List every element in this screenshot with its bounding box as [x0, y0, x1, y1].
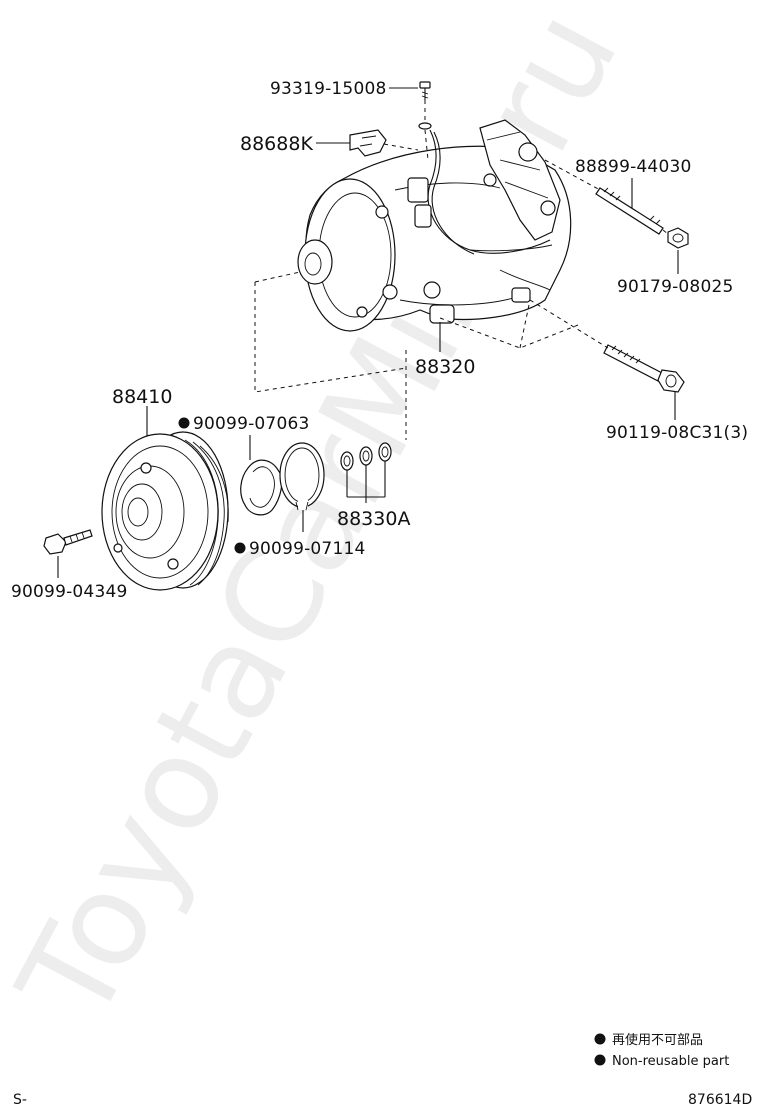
- clutch-bolt-drawing: [43, 529, 93, 555]
- non-reusable-marker-icon: [178, 417, 190, 429]
- label-88899-44030: 88899-44030: [575, 157, 692, 177]
- watermark: ToyotaCarMine.ru: [0, 0, 647, 1045]
- label-90119-08c31: 90119-08C31(3): [606, 423, 748, 443]
- non-reusable-marker-icon: [594, 1054, 606, 1066]
- footer-left-code: S-: [13, 1092, 27, 1108]
- legend-jp-text: 再使用不可部品: [612, 1032, 703, 1048]
- legend-en-text: Non-reusable part: [612, 1054, 729, 1069]
- bolt-93319-drawing: [418, 81, 432, 130]
- shim-set-drawing: [340, 442, 392, 471]
- snap-ring-07063-drawing: [240, 459, 283, 516]
- leader-lines: [57, 87, 679, 578]
- non-reusable-marker-icon: [594, 1033, 606, 1045]
- stud-bolt-drawing: [595, 187, 664, 235]
- label-90099-07063: 90099-07063: [193, 414, 310, 434]
- label-88320: 88320: [415, 356, 475, 378]
- label-88330a: 88330A: [337, 508, 410, 530]
- clutch-drawing: [101, 431, 229, 591]
- label-90179-08025: 90179-08025: [617, 277, 734, 297]
- compressor-drawing: [297, 119, 572, 332]
- label-93319-15008: 93319-15008: [270, 79, 387, 99]
- label-90099-07114: 90099-07114: [249, 539, 366, 559]
- snap-ring-07114-drawing: [279, 442, 325, 511]
- label-88410: 88410: [112, 386, 172, 408]
- bracket-88688k-drawing: [349, 129, 387, 157]
- non-reusable-marker-icon: [234, 542, 246, 554]
- footer-figure-number: 876614D: [688, 1092, 752, 1108]
- mount-bolt-drawing: [603, 344, 685, 393]
- label-88688k: 88688K: [240, 133, 313, 155]
- legend: 再使用不可部品 Non-reusable part: [594, 1032, 729, 1069]
- nut-drawing: [667, 227, 689, 249]
- label-90099-04349: 90099-04349: [11, 582, 128, 602]
